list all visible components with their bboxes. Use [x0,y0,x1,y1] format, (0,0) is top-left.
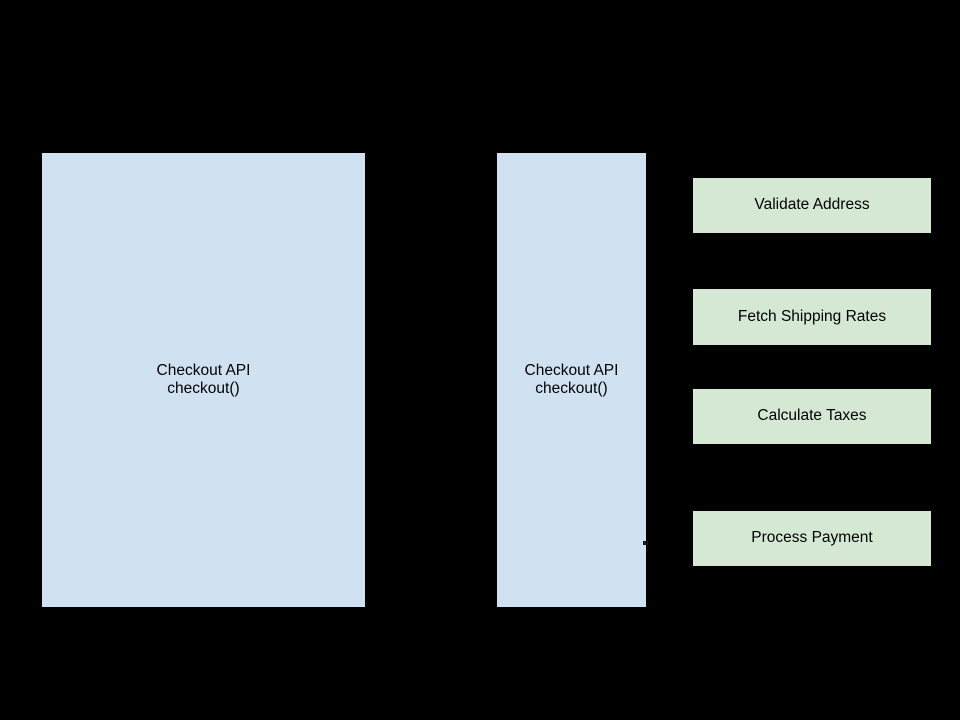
step-validate-address[interactable]: Validate Address [693,178,931,233]
step-calculate-taxes[interactable]: Calculate Taxes [693,389,931,444]
step-process-payment[interactable]: Process Payment [693,511,931,566]
step-process-payment-label: Process Payment [751,529,873,547]
lifeline-checkout-api-primary-label: Checkout API checkout() [156,361,251,397]
lifeline-checkout-api-secondary[interactable]: Checkout API checkout() [497,153,646,607]
lifeline-checkout-api-primary[interactable]: Checkout API checkout() [42,153,365,607]
step-fetch-shipping-rates-label: Fetch Shipping Rates [737,307,887,325]
lifeline-checkout-api-secondary-label: Checkout API checkout() [524,361,619,397]
step-validate-address-label: Validate Address [754,196,870,214]
arrow-head-icon [643,541,648,545]
step-fetch-shipping-rates[interactable]: Fetch Shipping Rates [693,289,931,345]
step-calculate-taxes-label: Calculate Taxes [757,407,867,425]
